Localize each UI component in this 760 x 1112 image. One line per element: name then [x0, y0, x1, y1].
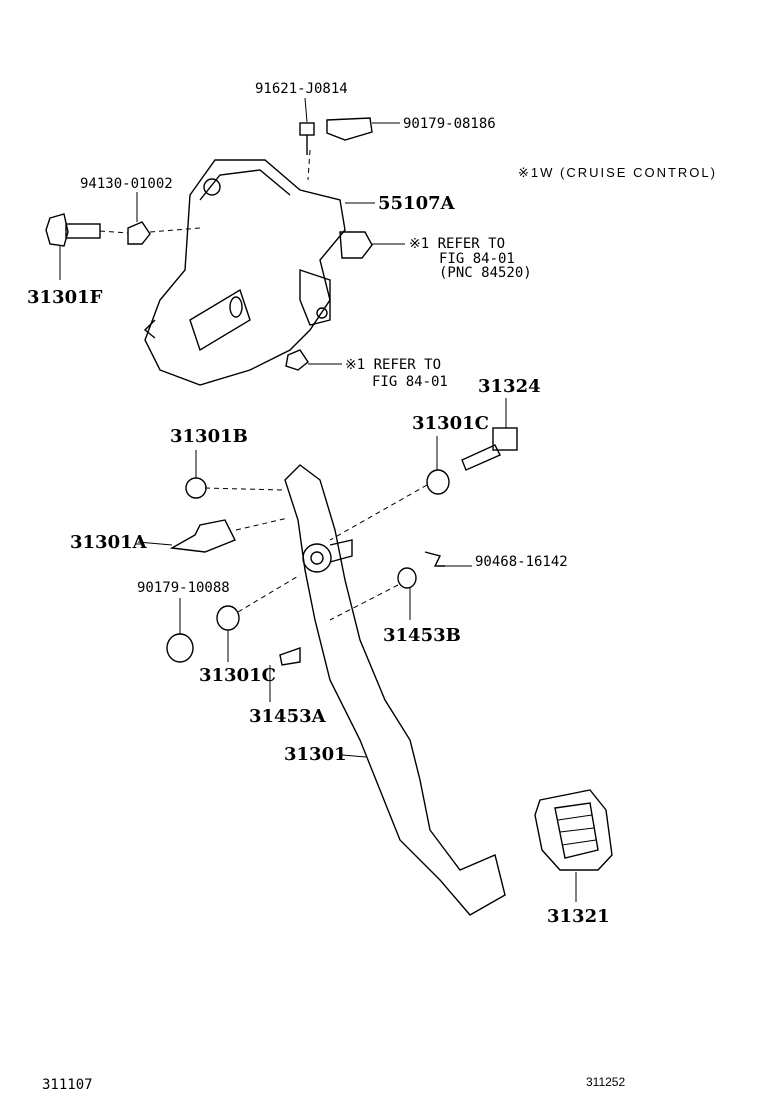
part-label-94130-01002: 94130-01002 [80, 176, 173, 192]
part-label-31301: 31301 [284, 744, 347, 765]
refer-note-1-line1: ※1 REFER TO [409, 236, 505, 252]
refer-note-2-line1: ※1 REFER TO [345, 357, 441, 373]
pin-90468-drawing [424, 551, 445, 567]
pedal-bracket-drawing [143, 159, 373, 386]
leader-lines [59, 97, 577, 902]
refer-note-1-line2: FIG 84-01 [439, 251, 515, 267]
bolt-91621-drawing [299, 122, 315, 155]
part-label-31301b: 31301B [170, 426, 248, 447]
refer-note-1-line3: (PNC 84520) [439, 265, 532, 281]
clip-90179-drawing [326, 117, 373, 141]
bushing-31301c-top-drawing [426, 469, 450, 495]
bolt-31301f-drawing [45, 213, 101, 247]
refer-note-2-line2: FIG 84-01 [372, 374, 448, 390]
clutch-pedal-drawing [284, 464, 506, 916]
part-label-31301c-bottom: 31301C [199, 665, 276, 686]
part-label-31301c-top: 31301C [412, 413, 489, 434]
part-label-91621-j0814: 91621-J0814 [255, 81, 348, 97]
bushing-90179-drawing [166, 633, 194, 663]
part-label-55107a: 55107A [378, 193, 456, 214]
part-label-90179-10088: 90179-10088 [137, 580, 230, 596]
part-label-31453b: 31453B [383, 625, 461, 646]
bushing-31301c-bottom-drawing [216, 605, 240, 631]
cruise-control-note: ※1W (CRUISE CONTROL) [518, 165, 717, 180]
part-label-31301a: 31301A [70, 532, 148, 553]
part-label-31453a: 31453A [249, 706, 327, 727]
nut-94130-drawing [127, 221, 151, 245]
nut-ref-drawing [285, 349, 309, 371]
bolt-head-31324-drawing [492, 427, 518, 451]
image-code: 311252 [586, 1075, 625, 1089]
stopper-31453a-drawing [279, 647, 301, 666]
pedal-pad-drawing [534, 789, 613, 871]
part-label-90468-16142: 90468-16142 [475, 554, 568, 570]
part-label-31324: 31324 [478, 376, 541, 397]
spring-31301a-drawing [169, 519, 236, 553]
part-label-90179-08186: 90179-08186 [403, 116, 496, 132]
bolt-31324-drawing [461, 444, 501, 471]
figure-number: 311107 [42, 1077, 93, 1093]
part-label-31301f: 31301F [27, 287, 103, 308]
part-label-31321: 31321 [547, 906, 610, 927]
bushing-31301b-drawing [185, 477, 207, 499]
stopper-31453b-drawing [397, 567, 417, 589]
